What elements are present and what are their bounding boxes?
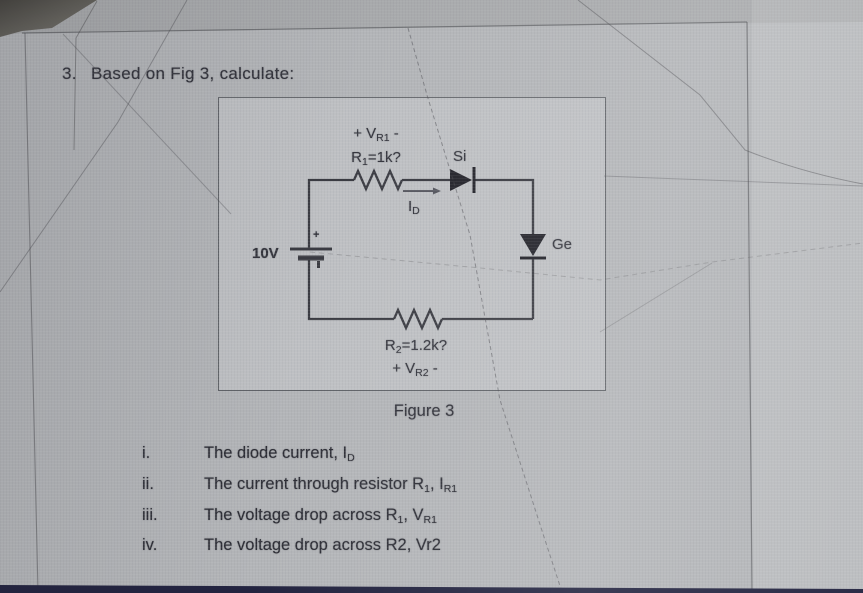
- resistor-r2: [392, 307, 444, 331]
- question-numeral: iii.: [142, 506, 158, 524]
- question-numeral: ii.: [142, 475, 154, 493]
- question-text: The voltage drop across R2, Vr2: [204, 536, 441, 554]
- problem-title: Based on Fig 3, calculate:: [91, 64, 295, 83]
- question-text: The voltage drop across R1, VR1: [204, 506, 437, 526]
- bezel-corner: [0, 0, 97, 37]
- page-right-edge-line: [746, 21, 753, 591]
- battery-plus-mark: +: [313, 229, 320, 241]
- bottom-edge-bar: [0, 585, 863, 593]
- label-vr2: + VR2 -: [392, 360, 438, 379]
- page-right-margin: [752, 0, 863, 593]
- wire-bottom-left: [307, 258, 394, 321]
- page-top-margin: [0, 0, 863, 36]
- question-text: The current through resistor R1, IR1: [204, 475, 458, 495]
- crack-line: [599, 262, 713, 333]
- label-vr1: + VR1 -: [353, 125, 399, 144]
- question-item-iii: iii. The voltage drop across R1, VR1: [142, 506, 702, 526]
- question-numeral: iv.: [142, 536, 158, 554]
- page-left-edge-line: [24, 32, 39, 593]
- current-arrow-head: [433, 187, 441, 195]
- label-r2-value: R2=1.2k?: [384, 337, 448, 356]
- problem-number: 3.: [62, 64, 77, 83]
- crack-line: [0, 0, 188, 293]
- question-numeral: i.: [142, 444, 151, 462]
- label-ge-diode: Ge: [552, 236, 573, 253]
- battery-minus-mark: [317, 261, 320, 268]
- label-r1-value: R1=1k?: [351, 149, 401, 168]
- wire-top-right: [475, 178, 535, 234]
- crack-line: [62, 33, 232, 215]
- wire-top-left: [307, 178, 354, 249]
- label-source-voltage: 10V: [252, 245, 279, 262]
- label-si-diode: Si: [453, 148, 467, 165]
- page-top-edge-line: [21, 21, 748, 34]
- question-text: The diode current, ID: [204, 444, 355, 464]
- crack-line: [603, 175, 863, 187]
- question-item-ii: ii. The current through resistor R1, IR1: [142, 475, 702, 495]
- diode-ge: [520, 234, 546, 256]
- question-item-i: i. The diode current, ID: [142, 444, 702, 464]
- figure-caption: Figure 3: [393, 402, 455, 420]
- question-item-iv: iv. The voltage drop across R2, Vr2: [142, 536, 702, 556]
- diode-si: [450, 169, 472, 191]
- resistor-r1: [352, 168, 404, 192]
- figure-box: + VR1 - R1=1k? Si ID Ge 10V + R2=1.2k? +…: [218, 97, 606, 391]
- crack-line: [577, 0, 863, 185]
- label-diode-current: ID: [408, 198, 420, 217]
